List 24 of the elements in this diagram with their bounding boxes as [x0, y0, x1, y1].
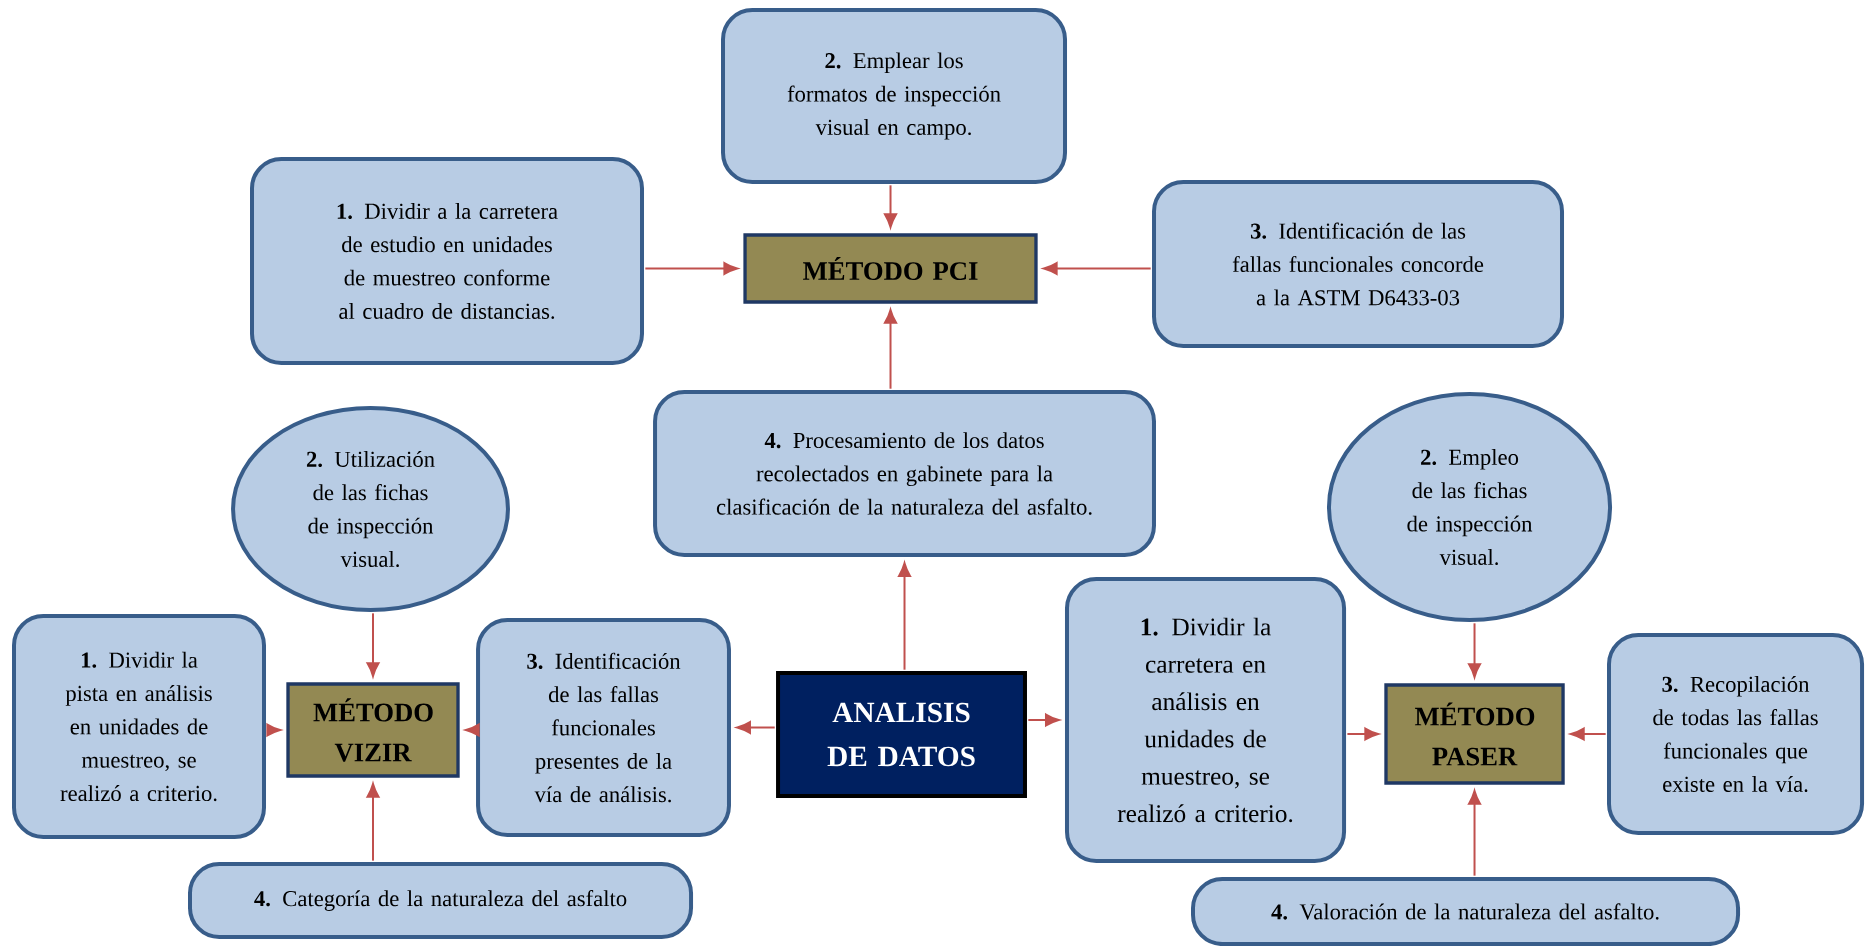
arrow — [644, 262, 739, 275]
step-box: 4. Procesamiento de los datos recolectados en gabinete para la clasificación de la naturaleza del asfalto. — [653, 390, 1156, 557]
step-box: 1. Dividir la carretera en análisis en unidades de muestreo, se realizó a criterio. — [1065, 577, 1347, 863]
method-box: MÉTODO PASER — [1384, 683, 1565, 785]
main-box: ANALISIS DE DATOS — [776, 671, 1027, 798]
arrow — [1570, 727, 1607, 741]
arrow — [1346, 727, 1379, 741]
step-box: 3. Recopilación de todas las fallas funcionales que existe en la vía. — [1607, 633, 1865, 835]
method-box: MÉTODO VIZIR — [286, 682, 460, 778]
arrow — [465, 723, 480, 737]
step-box: 1. Dividir la pista en análisis en unidades de muestreo, se realizó a criterio. — [12, 614, 266, 840]
arrow — [266, 723, 281, 737]
step-box: 4. Categoría de la naturaleza del asfalto — [187, 862, 694, 940]
arrow — [736, 721, 776, 734]
step-box: 4. Valoración de la naturaleza del asfalto. — [1191, 877, 1741, 946]
arrow — [898, 562, 911, 671]
arrow — [366, 783, 380, 862]
arrow — [1027, 713, 1060, 727]
step-box: 1. Dividir a la carretera de estudio en unidades de muestreo conforme al cuadro de distancias. — [250, 157, 644, 365]
step-box: 3. Identificación de las fallas funcionales concorde a la ASTM D6433-03 — [1152, 180, 1564, 348]
arrow — [366, 612, 380, 677]
method-box: MÉTODO PCI — [743, 233, 1038, 304]
step-box: 3. Identificación de las fallas funcionales presentes de la vía de análisis. — [476, 618, 731, 837]
step-box: 2. Emplear los formatos de inspección visual en campo. — [721, 8, 1067, 184]
